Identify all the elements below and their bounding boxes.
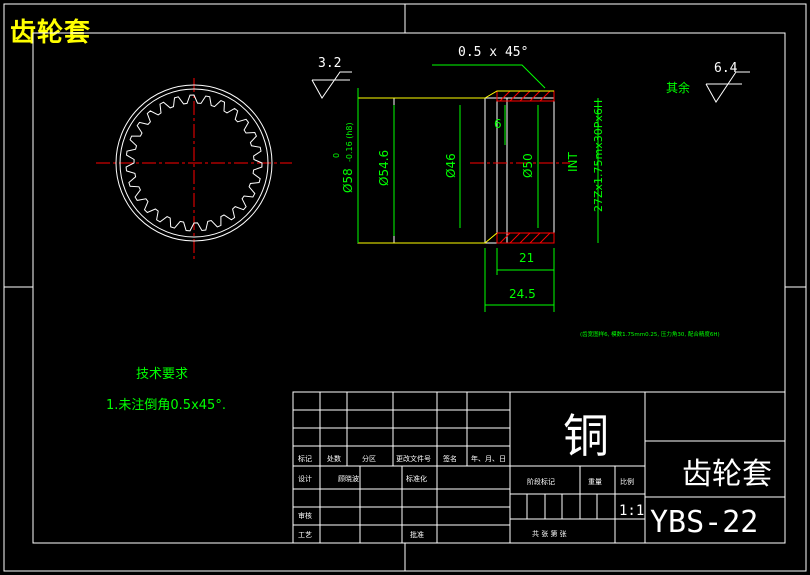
tb-approve-label: 批准: [410, 530, 424, 539]
material-label: 铜: [563, 409, 609, 463]
chamfer-label: 0.5 x 45°: [458, 45, 528, 60]
tb-col-zone: 分区: [362, 454, 376, 463]
dim-58-label: Ø58: [341, 168, 355, 193]
tb-sheets: 共 张 第 张: [532, 529, 567, 538]
dim-50-label: Ø50: [521, 153, 535, 178]
dim-6-label: 6: [494, 117, 502, 131]
roughness-left-value: 3.2: [318, 56, 341, 71]
section-hatch-bottom: [496, 232, 555, 244]
roughness-right-value: 6.4: [714, 61, 738, 76]
dim-21-label: 21: [519, 251, 534, 265]
tb-review-label: 审核: [298, 511, 312, 520]
tb-weight-label: 重量: [588, 478, 602, 486]
dim-58-tol-lower: -0.16 (h8): [345, 122, 354, 162]
roughness-symbol-right: [705, 71, 750, 103]
tb-col-change: 更改文件号: [396, 454, 431, 463]
tb-col-sign: 签名: [443, 454, 457, 463]
tb-scale-label: 比例: [620, 477, 634, 486]
tb-process-label: 工艺: [298, 531, 312, 539]
section-view: [357, 64, 599, 312]
scale-value: 1:1: [619, 503, 644, 519]
spline-note: (齿宽图样6, 模数1.75mm0.25, 压力角30, 配合精度6H): [580, 330, 720, 338]
drawing-number: YBS-22: [650, 505, 758, 540]
dim-58-tol-upper: 0: [332, 153, 341, 158]
tb-designer-name: 顾晓波: [338, 474, 359, 483]
tech-requirements-item-1: 1.未注倒角0.5x45°.: [106, 398, 226, 413]
gear-teeth-outline: [125, 94, 263, 232]
spline-int-label: INT: [566, 151, 580, 172]
tb-col-date: 年、月、日: [471, 454, 506, 463]
tb-standardize-label: 标准化: [406, 474, 427, 483]
roughness-rest-label: 其余: [666, 80, 690, 95]
tb-col-mark: 标记: [298, 454, 312, 463]
spline-spec-label: 27Zx1.75mx30Px6H: [592, 100, 605, 212]
title-block: [292, 391, 786, 544]
tb-stage-mark-label: 阶段标记: [527, 477, 555, 486]
part-name-label: 齿轮套: [682, 457, 772, 492]
tb-col-count: 处数: [327, 454, 341, 463]
roughness-symbol-left: [311, 71, 352, 99]
dim-54-6-label: Ø54.6: [377, 150, 391, 186]
dim-46-label: Ø46: [444, 153, 458, 178]
tech-requirements-heading: 技术要求: [136, 367, 188, 382]
tb-design-label: 设计: [298, 474, 312, 483]
dim-24-5-label: 24.5: [509, 287, 536, 301]
gear-front-view: [96, 78, 292, 262]
